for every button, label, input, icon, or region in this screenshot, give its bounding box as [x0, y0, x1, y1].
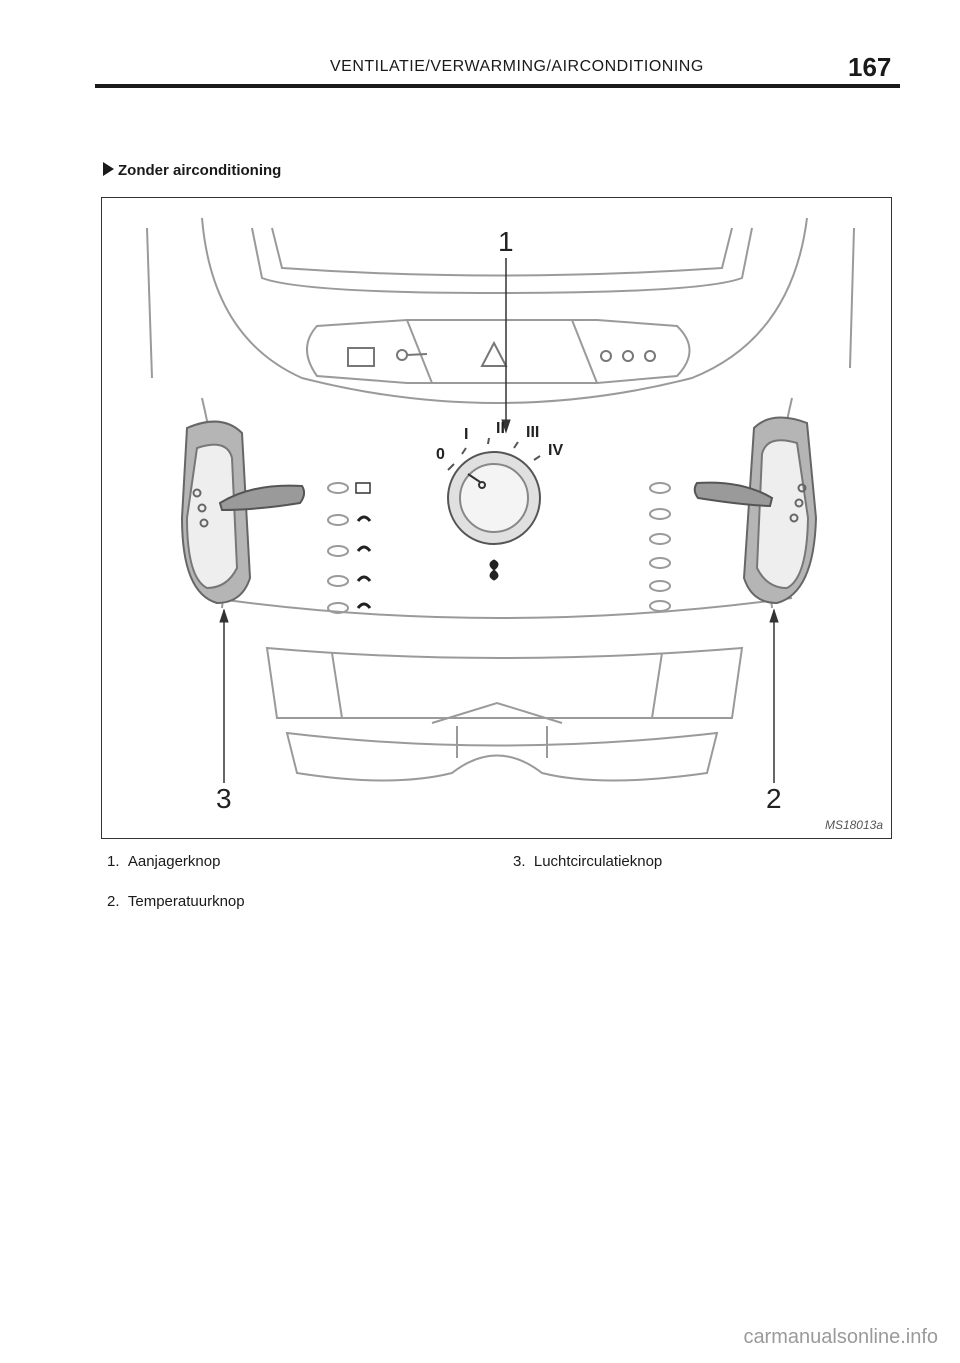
header-rule [95, 84, 900, 88]
dashboard-illustration [146, 217, 855, 783]
legend-number: 1. [107, 853, 120, 870]
callout-1: 1 [498, 226, 514, 257]
legend-label: Temperatuurknop [127, 893, 245, 910]
fan-speed-label-0: 0 [436, 446, 445, 463]
fan-speed-label-2: II [496, 420, 505, 437]
fan-speed-label-1: I [464, 426, 469, 443]
watermark: carmanualsonline.info [743, 1326, 938, 1348]
triangle-bullet-icon [103, 162, 114, 176]
figure-code: MS18013a [824, 818, 883, 832]
legend-item-1: 1. Aanjagerknop [107, 853, 220, 870]
legend-number: 2. [107, 893, 120, 910]
fan-speed-label-3: III [526, 424, 540, 441]
legend-item-2: 2. Temperatuurknop [107, 893, 245, 910]
page-number: 167 [848, 52, 892, 82]
legend-number: 3. [513, 853, 526, 870]
legend-label: Luchtcirculatieknop [533, 853, 663, 870]
control-panel-figure: 0 I II III IV 1 2 3 MS18013a [101, 197, 892, 839]
legend-item-3: 3. Luchtcirculatieknop [513, 853, 662, 870]
legend-label: Aanjagerknop [127, 853, 221, 870]
callout-3: 3 [216, 783, 232, 814]
fan-speed-label-4: IV [548, 442, 564, 459]
section-heading-text: Zonder airconditioning [118, 162, 282, 179]
section-heading: Zonder airconditioning [103, 162, 281, 179]
header-title: VENTILATIE/VERWARMING/AIRCONDITIONING [330, 58, 704, 75]
callout-2: 2 [766, 783, 782, 814]
